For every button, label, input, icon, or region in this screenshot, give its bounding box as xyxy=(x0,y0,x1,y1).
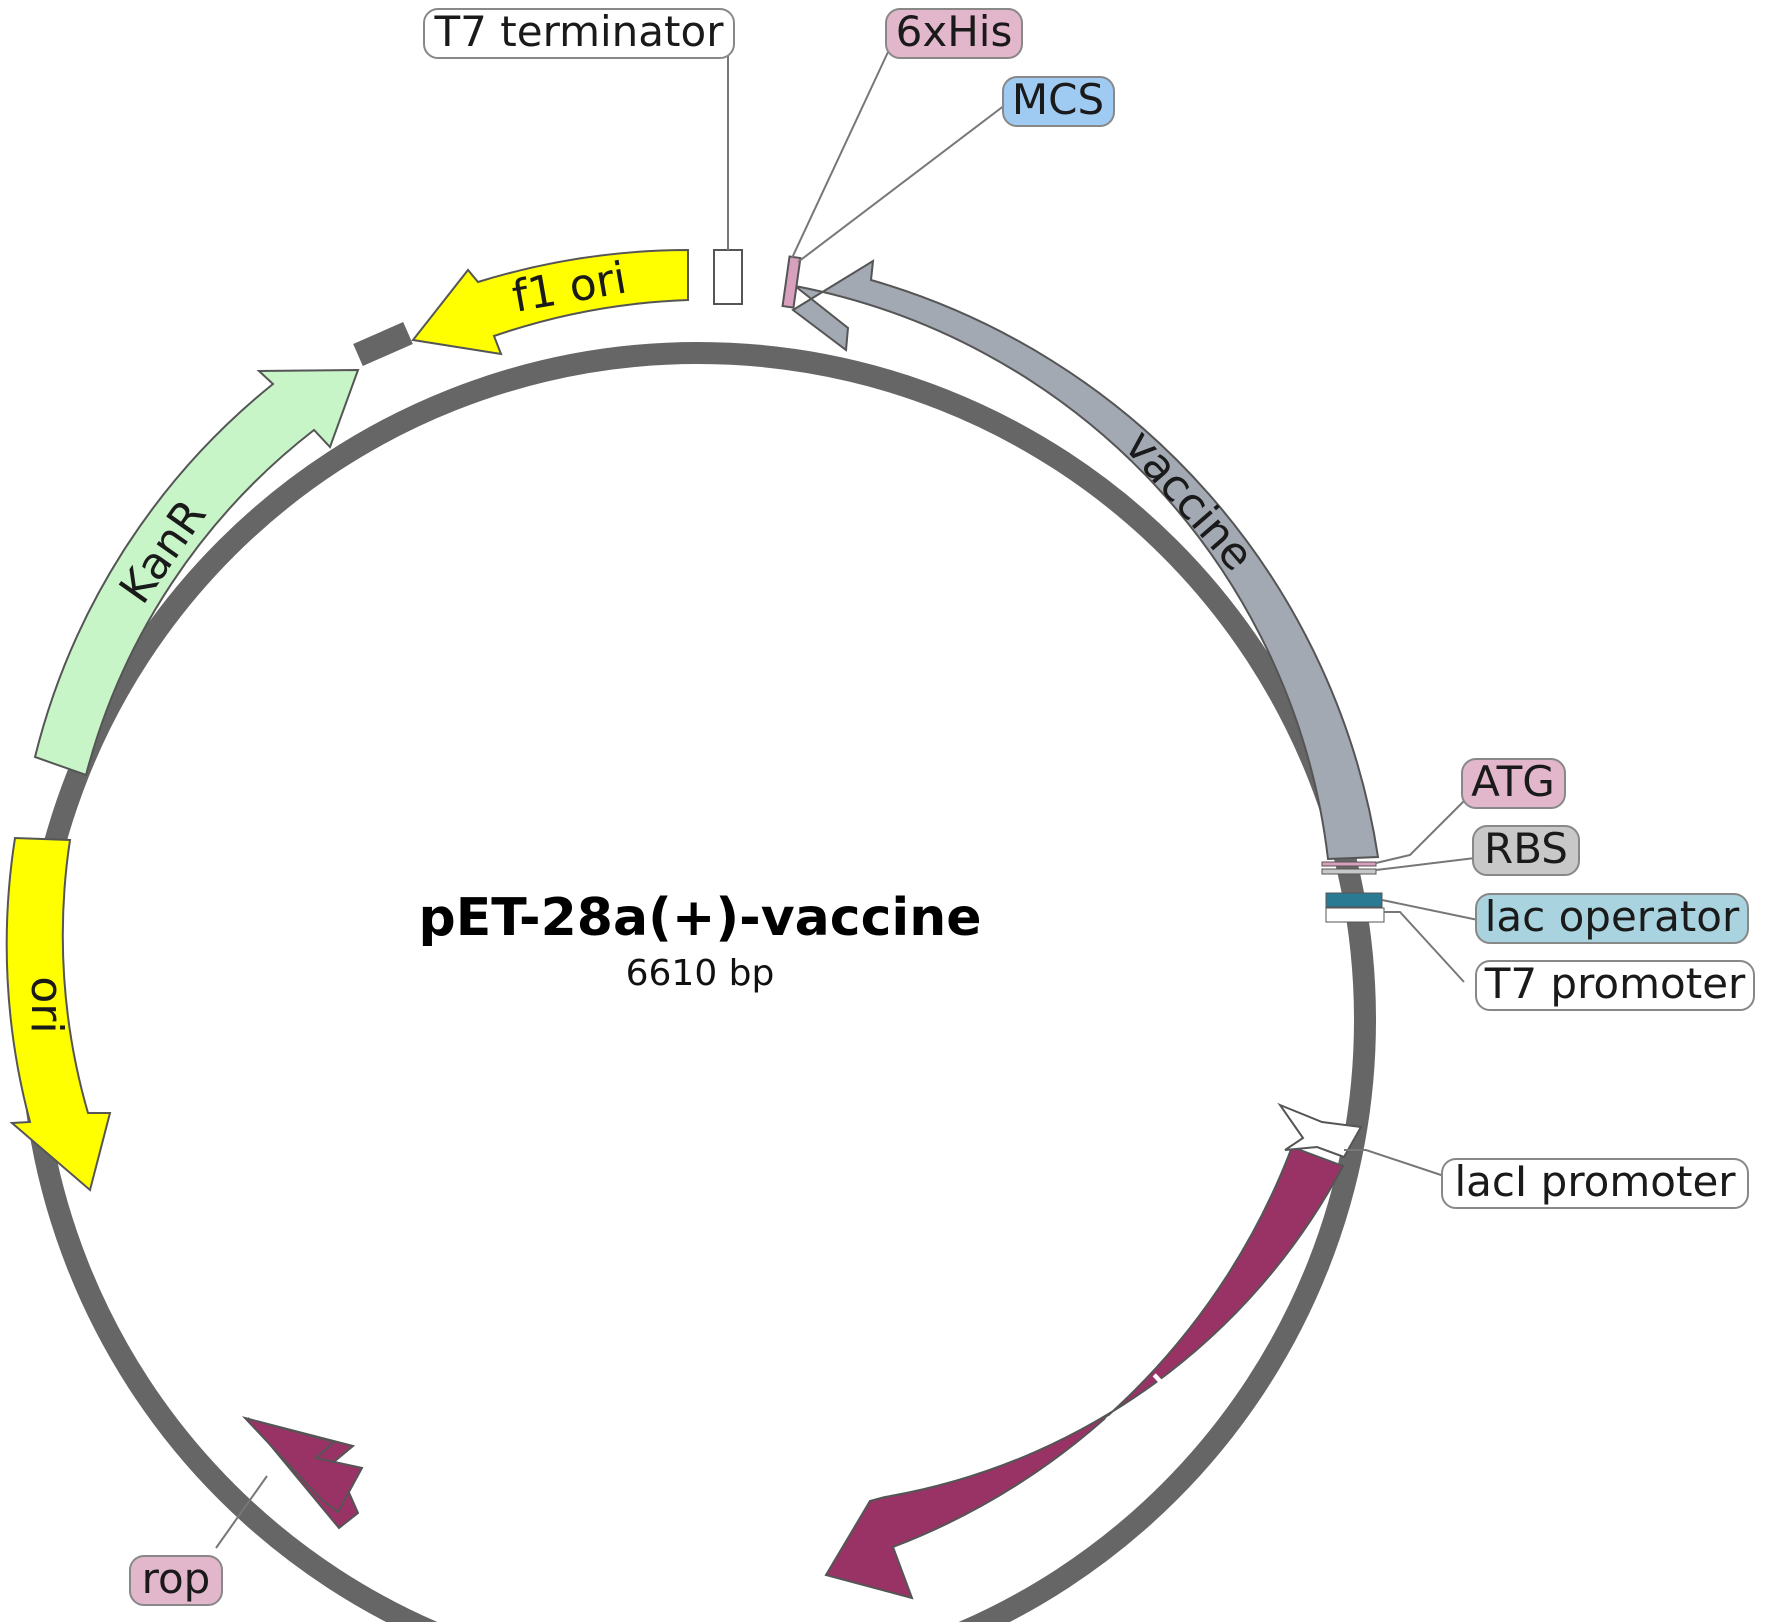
feature-f1-ori-label: f1 ori xyxy=(509,253,631,323)
callout-rop: rop xyxy=(129,1554,223,1606)
callout-atg: ATG xyxy=(1461,757,1566,809)
callout-t7-terminator-text: T7 terminator xyxy=(434,7,725,56)
callout-rbs: RBS xyxy=(1472,824,1580,876)
callout-rop-text: rop xyxy=(142,1554,211,1603)
plasmid-size: 6610 bp xyxy=(626,953,775,994)
feature-laci-arrow xyxy=(824,1145,1345,1600)
feature-vaccine-arrow xyxy=(791,259,1380,861)
callout-lac-operator-text: lac operator xyxy=(1485,892,1740,941)
t7-promoter-box xyxy=(1325,907,1385,923)
feature-laci-label: lacI xyxy=(1098,1365,1189,1454)
callout-atg-text: ATG xyxy=(1471,757,1555,806)
callout-t7-terminator: T7 terminator xyxy=(423,7,735,59)
callout-mcs: MCS xyxy=(1002,75,1115,127)
callout-laci-promoter: lacI promoter xyxy=(1441,1157,1749,1209)
callout-lac-operator: lac operator xyxy=(1475,892,1749,944)
feature-ori-arrow xyxy=(5,836,112,1192)
callout-t7-promoter: T7 promoter xyxy=(1475,959,1755,1011)
callout-6xhis: 6xHis xyxy=(885,7,1023,59)
atg-mark xyxy=(1321,861,1377,867)
callout-t7-promoter-text: T7 promoter xyxy=(1484,959,1746,1008)
t7-terminator-box xyxy=(713,249,743,305)
backbone-segment xyxy=(353,322,413,366)
feature-f1-ori-arrow xyxy=(411,248,689,356)
callout-laci-promoter-text: lacI promoter xyxy=(1454,1157,1736,1206)
feature-ori-label: ori xyxy=(21,976,72,1033)
feature-kanr-arrow xyxy=(33,368,360,777)
plasmid-name: pET-28a(+)-vaccine xyxy=(418,888,981,948)
callout-mcs-text: MCS xyxy=(1012,75,1104,124)
rbs-mark xyxy=(1321,868,1377,875)
lac-operator-box xyxy=(1325,892,1383,908)
callout-6xhis-text: 6xHis xyxy=(896,7,1013,56)
laci-promoter-arrow xyxy=(1277,1102,1363,1159)
callout-rbs-text: RBS xyxy=(1484,824,1568,873)
feature-rop-arrow-body xyxy=(241,1416,364,1514)
his-tag-box xyxy=(781,255,802,309)
leader-lines xyxy=(215,51,1479,1549)
